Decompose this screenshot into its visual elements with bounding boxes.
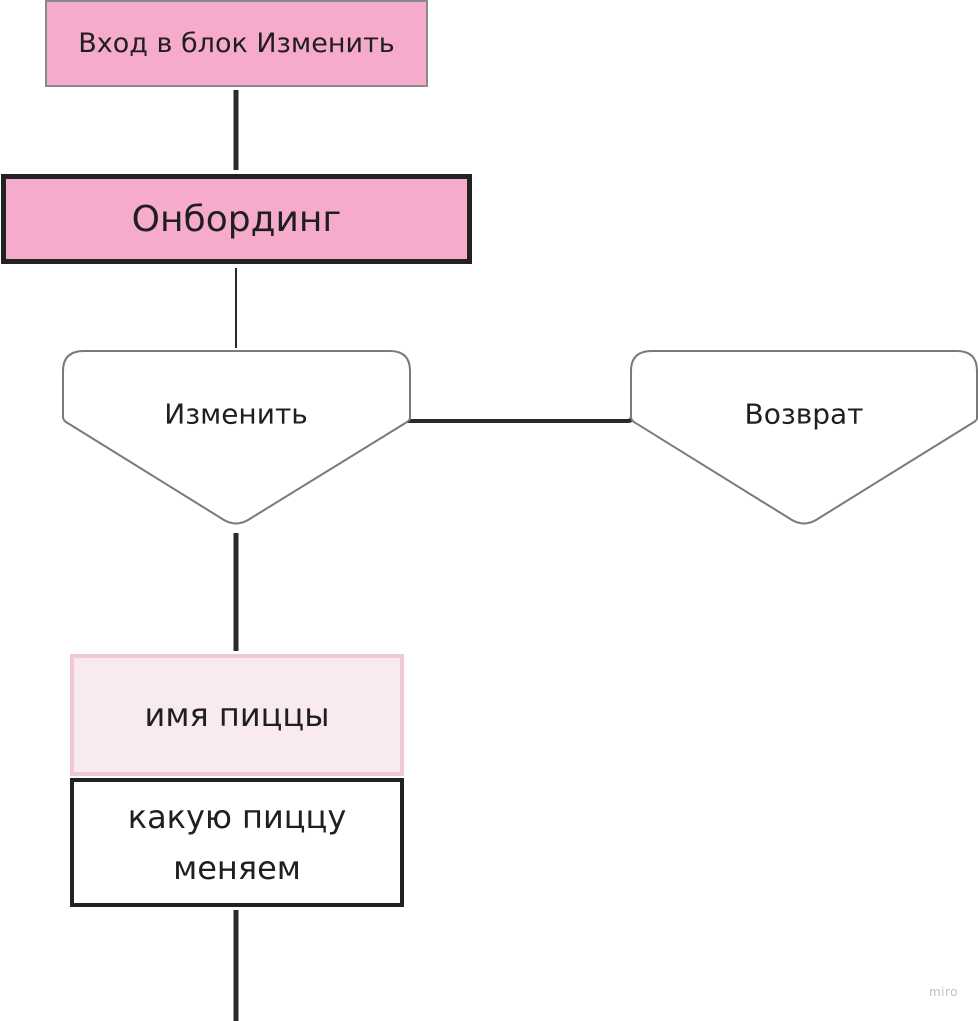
- shape-change[interactable]: [62, 350, 411, 525]
- node-onboarding[interactable]: Онбординг: [1, 174, 472, 264]
- node-which-pizza[interactable]: какую пиццу меняем: [70, 778, 404, 907]
- node-pizza-name[interactable]: имя пиццы: [70, 654, 404, 776]
- connector-change-return: [398, 415, 634, 423]
- node-entry[interactable]: Вход в блок Изменить: [45, 0, 428, 87]
- node-onboarding-label: Онбординг: [131, 198, 342, 240]
- miro-watermark: miro: [928, 985, 958, 999]
- node-which-pizza-label: какую пиццу меняем: [127, 797, 347, 887]
- shape-return[interactable]: [630, 350, 978, 525]
- shape-change-label: Изменить: [164, 397, 308, 431]
- shape-return-label: Возврат: [744, 397, 864, 431]
- node-entry-label: Вход в блок Изменить: [78, 28, 395, 59]
- node-pizza-name-label: имя пиццы: [144, 696, 330, 734]
